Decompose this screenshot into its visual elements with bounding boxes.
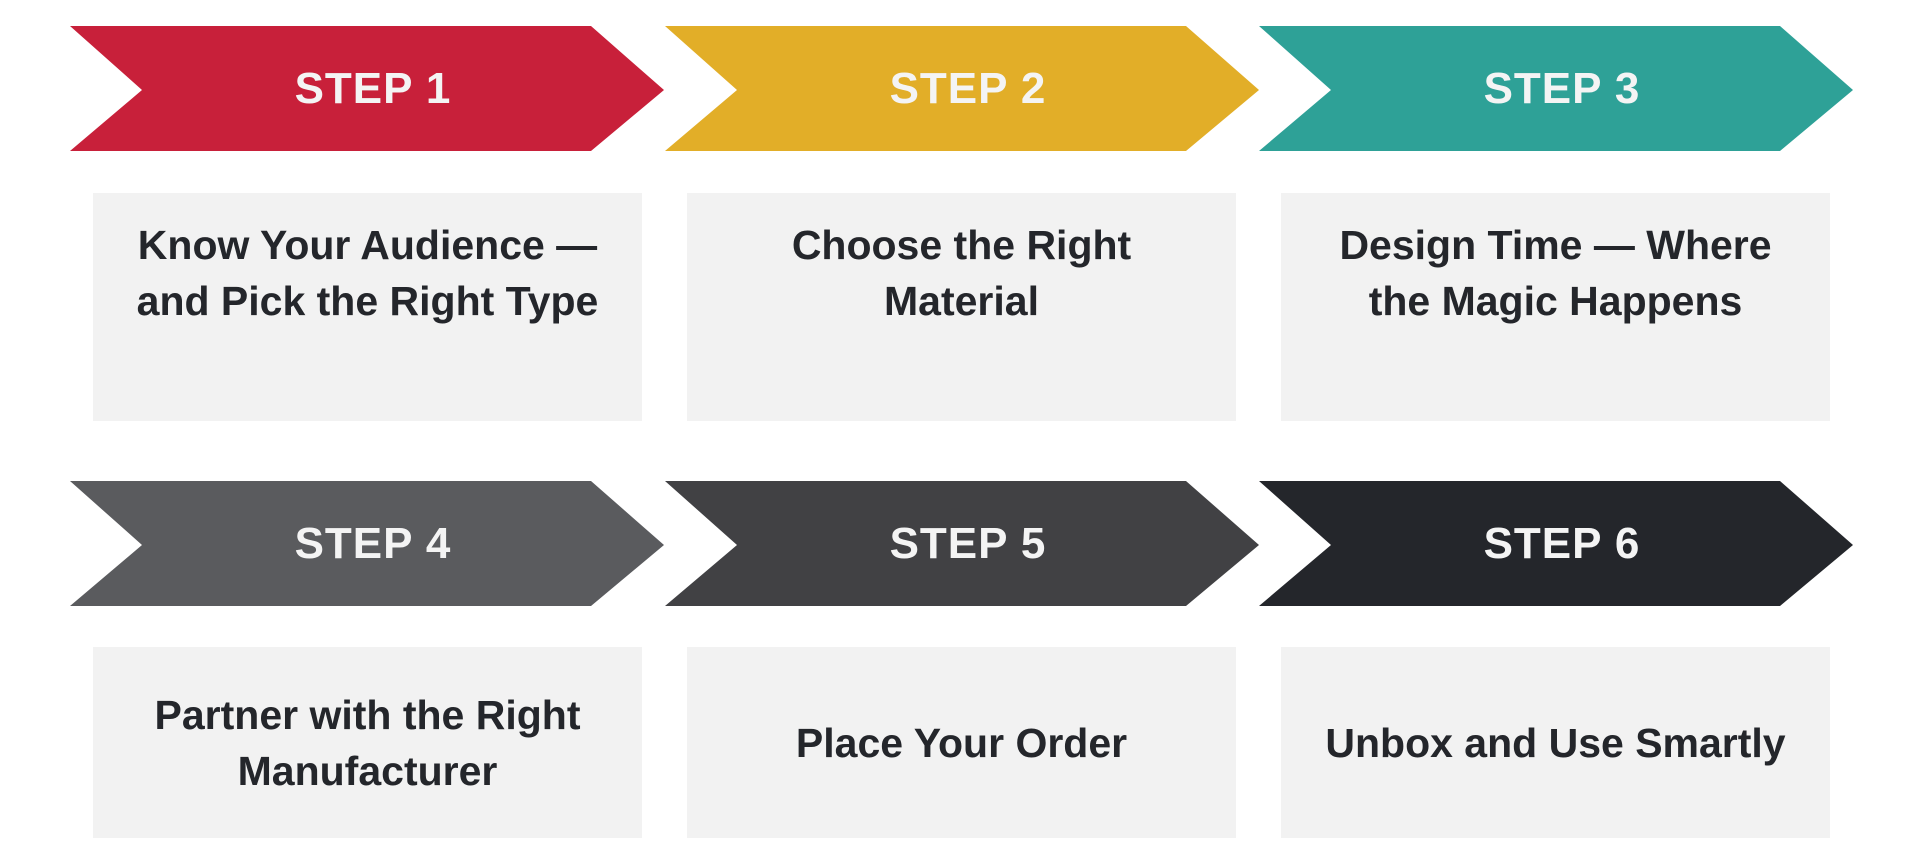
step-5-box: Place Your Order bbox=[687, 647, 1236, 838]
step-5-title: Place Your Order bbox=[795, 719, 1128, 766]
step-6-title: Unbox and Use Smartly bbox=[1325, 719, 1786, 766]
step-3-arrow: STEP 3 bbox=[1259, 26, 1853, 151]
step-5-label: STEP 5 bbox=[889, 518, 1047, 568]
step-1-title: Know Your Audience — and Pick the Right … bbox=[136, 222, 599, 324]
step-2-label: STEP 2 bbox=[889, 63, 1047, 113]
step-6-arrow: STEP 6 bbox=[1259, 481, 1853, 606]
step-6-label: STEP 6 bbox=[1483, 518, 1641, 568]
step-2-title: Choose the Right Material bbox=[791, 222, 1132, 324]
step-4-arrow: STEP 4 bbox=[70, 481, 664, 606]
step-4-title: Partner with the Right Manufacturer bbox=[154, 691, 581, 794]
step-1-label: STEP 1 bbox=[294, 63, 452, 113]
step-2-box: Choose the Right Material bbox=[687, 193, 1236, 421]
step-1-arrow: STEP 1 bbox=[70, 26, 664, 151]
step-2-arrow: STEP 2 bbox=[665, 26, 1259, 151]
step-1-box: Know Your Audience — and Pick the Right … bbox=[93, 193, 642, 421]
step-6-box: Unbox and Use Smartly bbox=[1281, 647, 1830, 838]
step-3-title: Design Time — Where the Magic Happens bbox=[1339, 222, 1772, 324]
step-3-box: Design Time — Where the Magic Happens bbox=[1281, 193, 1830, 421]
step-4-label: STEP 4 bbox=[294, 518, 452, 568]
step-3-label: STEP 3 bbox=[1483, 63, 1641, 113]
step-4-box: Partner with the Right Manufacturer bbox=[93, 647, 642, 838]
step-5-arrow: STEP 5 bbox=[665, 481, 1259, 606]
